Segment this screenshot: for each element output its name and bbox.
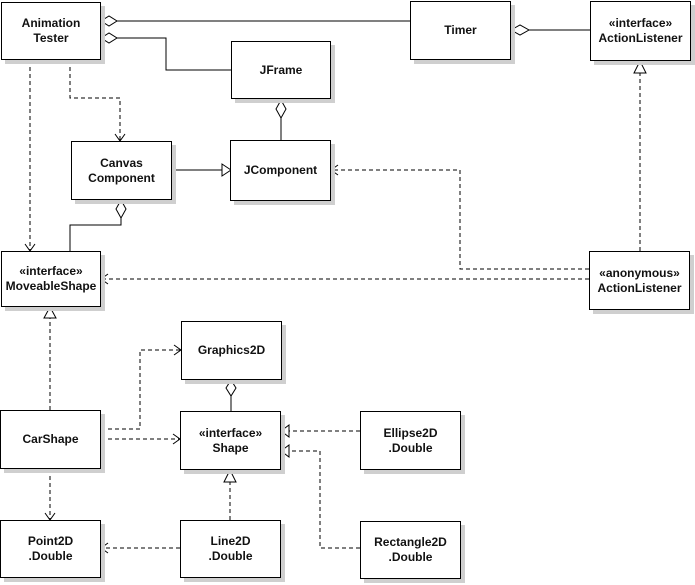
node-label: Line2D .Double	[208, 534, 253, 563]
edge-carshape-point2d	[44, 469, 56, 521]
edge-animationtester-jframe	[100, 32, 231, 71]
edge-jframe-jcomponent	[275, 98, 287, 140]
edge-animationtester-moveableshape	[24, 60, 36, 252]
edge-carshape-graphics2d	[101, 344, 182, 430]
node-label: Rectangle2D .Double	[374, 535, 447, 564]
node-label: Ellipse2D .Double	[383, 425, 438, 455]
edge-ellipse2d-shape	[280, 424, 360, 438]
edge-carshape-moveableshape	[43, 305, 57, 410]
class-node-ellipse2d-double[interactable]: Ellipse2D .Double	[360, 411, 461, 470]
class-node-graphics2d[interactable]: Graphics2D	[181, 321, 282, 380]
interface-node-actionlistener[interactable]: «interface» ActionListener	[590, 1, 691, 61]
class-node-canvas-component[interactable]: Canvas Component	[71, 141, 172, 200]
edge-animationtester-timer	[100, 15, 410, 27]
node-label: Point2D .Double	[27, 534, 74, 563]
node-label: CarShape	[22, 432, 79, 446]
class-node-line2d-double[interactable]: Line2D .Double	[180, 520, 281, 578]
edge-anonymous-moveableshape	[100, 273, 589, 285]
class-node-jcomponent[interactable]: JComponent	[230, 140, 331, 201]
edge-canvascomponent-jcomponent	[172, 163, 232, 177]
class-node-anonymous-actionlistener[interactable]: «anonymous» ActionListener	[589, 251, 690, 310]
class-node-timer[interactable]: Timer	[410, 1, 511, 60]
edge-timer-actionlistener	[509, 24, 590, 36]
node-label: «interface» MoveableShape	[5, 264, 97, 293]
interface-node-shape[interactable]: «interface» Shape	[180, 411, 281, 470]
node-label: «interface» ActionListener	[598, 16, 683, 45]
class-node-jframe[interactable]: JFrame	[231, 41, 331, 99]
node-label: JFrame	[259, 62, 303, 77]
edge-graphics2d-shape	[225, 379, 237, 411]
class-node-point2d-double[interactable]: Point2D .Double	[0, 520, 101, 578]
edge-animationtester-canvascomponent	[69, 60, 126, 142]
edge-carshape-shape	[101, 433, 181, 445]
node-label: «anonymous» ActionListener	[597, 265, 682, 295]
node-label: Graphics2D	[197, 343, 266, 357]
edge-anonymous-jcomponent	[330, 164, 589, 270]
edge-line2d-point2d	[100, 542, 180, 554]
edge-anonymous-actionlistener	[633, 59, 647, 251]
node-label: Canvas Component	[88, 155, 155, 185]
edge-canvascomponent-moveableshape	[69, 198, 127, 251]
interface-node-moveableshape[interactable]: «interface» MoveableShape	[1, 251, 101, 307]
class-node-animation-tester[interactable]: Animation Tester	[1, 2, 101, 60]
node-label: «interface» Shape	[198, 425, 263, 455]
edge-line2d-shape	[223, 468, 237, 520]
class-node-carshape[interactable]: CarShape	[0, 410, 101, 469]
node-label: Animation Tester	[21, 16, 81, 45]
node-label: JComponent	[243, 163, 318, 177]
edge-rectangle2d-shape	[280, 444, 360, 549]
node-label: Timer	[444, 23, 477, 37]
class-node-rectangle2d-double[interactable]: Rectangle2D .Double	[360, 521, 461, 579]
